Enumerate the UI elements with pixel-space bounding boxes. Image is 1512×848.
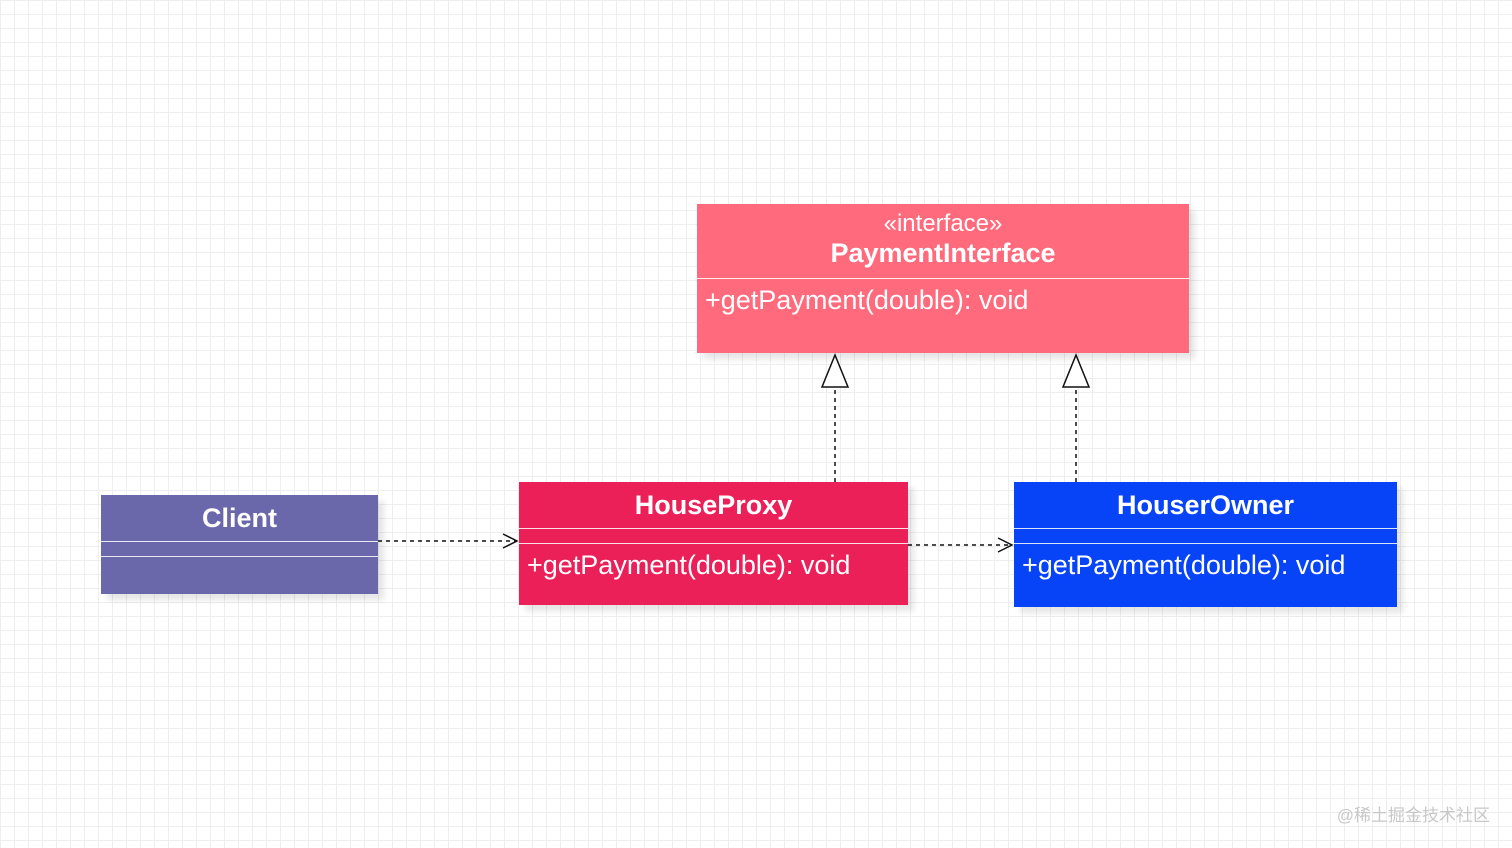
class-header: «interface» PaymentInterface (697, 204, 1189, 278)
watermark: @稀土掘金技术社区 (1336, 806, 1490, 825)
class-name: Client (201, 503, 277, 533)
divider (1014, 543, 1397, 544)
attributes-compartment (101, 542, 378, 556)
payment-interface-class[interactable]: «interface» PaymentInterface +getPayment… (697, 204, 1189, 353)
operation: +getPayment(double): void (1022, 550, 1346, 580)
divider (697, 278, 1189, 279)
class-header: Client (101, 495, 378, 541)
divider (101, 556, 378, 557)
hollow-triangle-arrow-houserowner (1061, 353, 1091, 388)
class-name: HouserOwner (1116, 490, 1295, 520)
houser-owner-class[interactable]: HouserOwner +getPayment(double): void (1014, 482, 1397, 607)
operation: +getPayment(double): void (527, 550, 851, 580)
divider (519, 528, 908, 529)
class-name: PaymentInterface (830, 238, 1056, 268)
class-name: HouseProxy (634, 490, 793, 520)
divider (101, 541, 378, 542)
divider (1014, 528, 1397, 529)
house-proxy-class[interactable]: HouseProxy +getPayment(double): void (519, 482, 908, 605)
class-header: HouserOwner (1014, 482, 1397, 528)
class-header: HouseProxy (519, 482, 908, 528)
client-class[interactable]: Client (101, 495, 378, 594)
operation: +getPayment(double): void (705, 285, 1029, 315)
attributes-compartment (1014, 529, 1397, 543)
stereotype-label: «interface» (883, 210, 1003, 237)
divider (519, 543, 908, 544)
open-arrow-houseproxy (502, 533, 519, 549)
open-arrow-houserowner (997, 537, 1014, 553)
hollow-triangle-arrow-houseproxy (820, 353, 850, 388)
attributes-compartment (519, 529, 908, 543)
